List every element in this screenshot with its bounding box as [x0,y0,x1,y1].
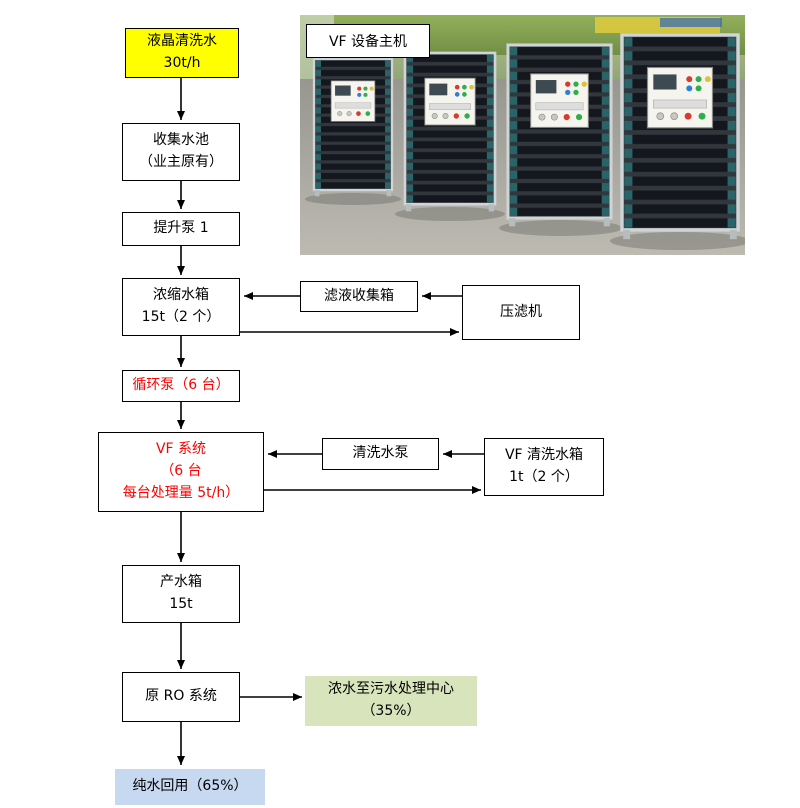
node-filter-press: 压滤机 [462,285,580,340]
node-filtrate-tank-line1: 滤液收集箱 [324,287,394,304]
node-vf-wash-tank-line2: 1t（2 个） [509,469,579,485]
node-concentrate-tank-line2: 15t（2 个） [141,309,221,325]
photo-caption: VF 设备主机 [306,24,430,58]
node-product-tank-line2: 15t [169,596,193,612]
node-sewage-center: 浓水至污水处理中心 （35%） [305,676,477,726]
equipment-photo-graphic [300,15,750,255]
node-filtrate-tank: 滤液收集箱 [300,281,418,312]
node-filter-press-line1: 压滤机 [500,303,542,320]
node-circulation-pump-line1: 循环泵（6 台） [132,377,230,394]
node-lift-pump: 提升泵 1 [122,212,240,246]
node-collection-pool: 收集水池 （业主原有） [122,123,240,181]
node-wash-pump-line1: 清洗水泵 [352,445,409,462]
node-ro-system-line1: 原 RO 系统 [145,688,217,705]
node-pure-water-reuse-line1: 纯水回用（65%） [132,778,248,795]
node-vf-system: VF 系统 （6 台 每台处理量 5t/h） [98,432,264,512]
node-concentrate-tank-line1: 浓缩水箱 [153,287,209,304]
node-collection-pool-line1: 收集水池 [153,132,209,149]
node-wash-pump: 清洗水泵 [322,438,439,470]
node-vf-system-line3: 每台处理量 5t/h） [122,484,240,501]
node-concentrate-tank: 浓缩水箱 15t（2 个） [122,278,240,336]
node-product-tank-line1: 产水箱 [160,574,202,591]
node-lift-pump-line1: 提升泵 1 [153,220,209,237]
node-vf-wash-tank-line1: VF 清洗水箱 [504,447,584,464]
node-lcd-wash-water: 液晶清洗水 30t/h [125,28,239,78]
node-vf-system-line1: VF 系统 [155,441,207,458]
node-pure-water-reuse: 纯水回用（65%） [115,769,265,805]
equipment-photo [300,15,750,255]
node-lcd-wash-water-line1: 液晶清洗水 [147,33,217,50]
node-circulation-pump: 循环泵（6 台） [122,370,240,402]
node-vf-wash-tank: VF 清洗水箱 1t（2 个） [484,438,604,496]
node-sewage-center-line1: 浓水至污水处理中心 [328,681,454,698]
node-lcd-wash-water-line2: 30t/h [163,55,201,71]
node-ro-system: 原 RO 系统 [122,672,240,722]
node-product-tank: 产水箱 15t [122,565,240,623]
node-sewage-center-line2: （35%） [361,703,421,719]
node-collection-pool-line2: （业主原有） [139,154,223,170]
photo-caption-text: VF 设备主机 [328,34,408,50]
node-vf-system-line2: （6 台 [160,463,202,480]
